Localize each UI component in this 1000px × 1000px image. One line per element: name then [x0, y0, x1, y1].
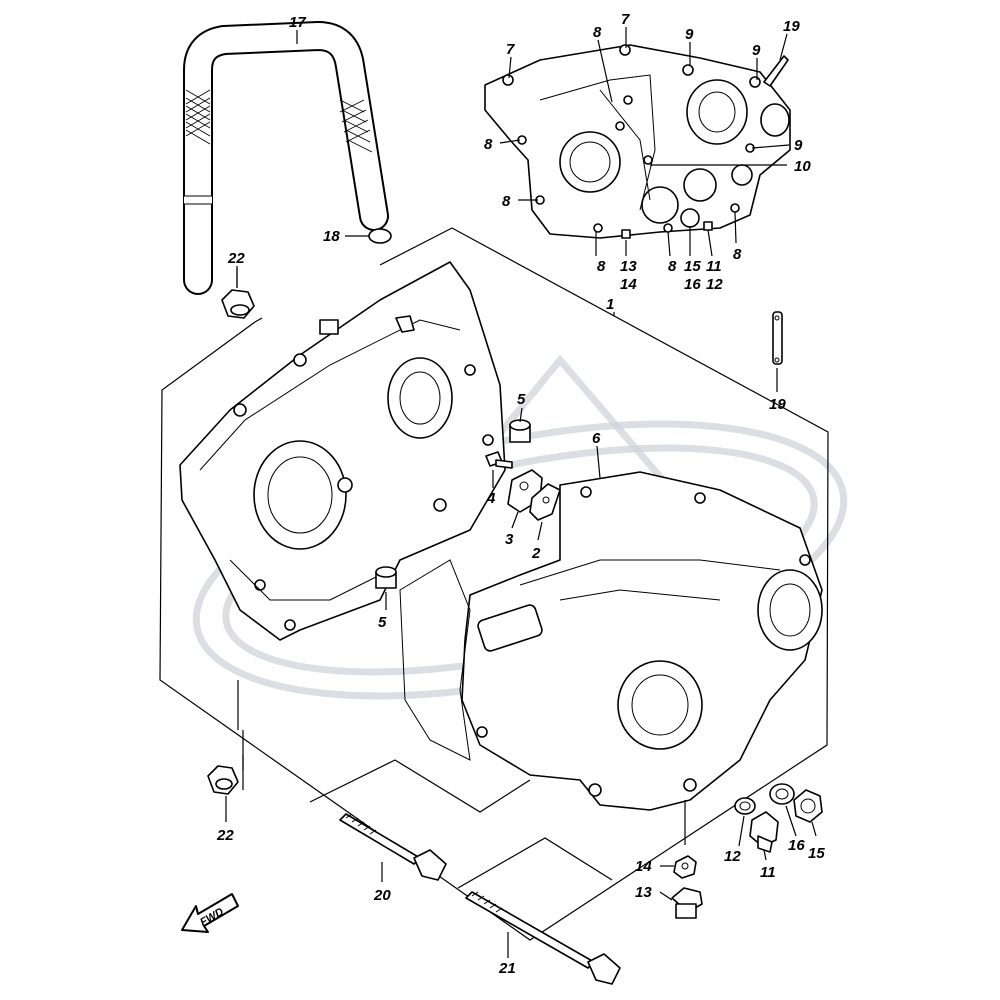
callout-13-bottom: 13	[635, 884, 652, 901]
callout-20: 20	[373, 887, 391, 904]
clip-19-detail	[763, 55, 789, 87]
callout-9-c: 9	[794, 137, 803, 154]
callout-8-bottom-b: 8	[668, 258, 677, 275]
callout-5-lower: 5	[378, 614, 387, 631]
callout-14-top: 14	[620, 276, 637, 293]
callout-21: 21	[498, 960, 516, 977]
dowel-pin-lower	[375, 566, 397, 589]
callout-15-bottom: 15	[808, 845, 825, 862]
callout-8-top: 8	[593, 24, 602, 41]
plug-15	[793, 789, 823, 823]
callout-19-right: 19	[769, 396, 786, 413]
callout-16-bottom: 16	[788, 837, 805, 854]
breather-hose	[183, 21, 389, 295]
callout-11-top: 11	[706, 258, 722, 275]
callout-7-left: 7	[506, 41, 515, 58]
callout-9-b: 9	[752, 42, 761, 59]
fwd-arrow-icon: FWD	[181, 893, 239, 933]
gasket-sheet	[399, 559, 471, 761]
washer-14	[673, 855, 697, 879]
callout-1: 1	[606, 296, 614, 313]
plug-11	[749, 811, 779, 853]
fwd-label: FWD	[198, 906, 226, 929]
gasket-2	[529, 483, 561, 521]
washer-12	[734, 797, 756, 815]
callout-2: 2	[531, 545, 541, 562]
callout-6: 6	[592, 430, 601, 447]
callout-12-bottom: 12	[724, 848, 741, 865]
callout-12-top: 12	[706, 276, 723, 293]
callout-7-right: 7	[621, 11, 630, 28]
callout-4: 4	[486, 490, 496, 507]
callout-8-left-lower: 8	[502, 193, 511, 210]
callout-8-bottom-a: 8	[597, 258, 606, 275]
callout-10: 10	[794, 158, 811, 175]
right-crankcase-detail-view	[484, 44, 791, 239]
right-crankcase-half	[461, 471, 823, 811]
callout-9-a: 9	[685, 26, 694, 43]
callout-16-top: 16	[684, 276, 701, 293]
leader-lines	[225, 27, 817, 958]
hose-knurl-left	[185, 89, 211, 145]
washer-16	[769, 783, 795, 805]
callout-17: 17	[289, 14, 306, 31]
assembly-outline	[159, 227, 829, 941]
bolt-20	[339, 813, 447, 881]
bolt-4	[485, 451, 513, 469]
callout-22-bottom: 22	[216, 827, 234, 844]
hose-clamp	[368, 228, 392, 244]
callout-22-top: 22	[227, 250, 245, 267]
callout-15-top: 15	[684, 258, 701, 275]
callout-11-bottom: 11	[760, 864, 776, 881]
callout-19-top: 19	[783, 18, 800, 35]
nut-top	[221, 289, 255, 319]
callout-8-bottom-c: 8	[733, 246, 742, 263]
clip-19	[772, 311, 783, 365]
drain-bolt-13	[671, 887, 703, 919]
exploded-guide-lines	[242, 755, 686, 889]
callout-14-bottom: 14	[635, 858, 652, 875]
callout-labels: 17 18 22 22 1 19 19 7 7 8 8 8 8 8 8 9 9 …	[216, 11, 825, 977]
callout-5-upper: 5	[517, 391, 526, 408]
callout-18: 18	[323, 228, 340, 245]
dowel-pin-upper	[509, 419, 531, 443]
bolt-21	[465, 891, 621, 985]
nut-bottom	[207, 765, 239, 795]
callout-3: 3	[505, 531, 514, 548]
left-crankcase-half	[179, 261, 506, 641]
hose-knurl-right	[339, 99, 373, 153]
callout-13-top: 13	[620, 258, 637, 275]
callout-8-left-upper: 8	[484, 136, 493, 153]
